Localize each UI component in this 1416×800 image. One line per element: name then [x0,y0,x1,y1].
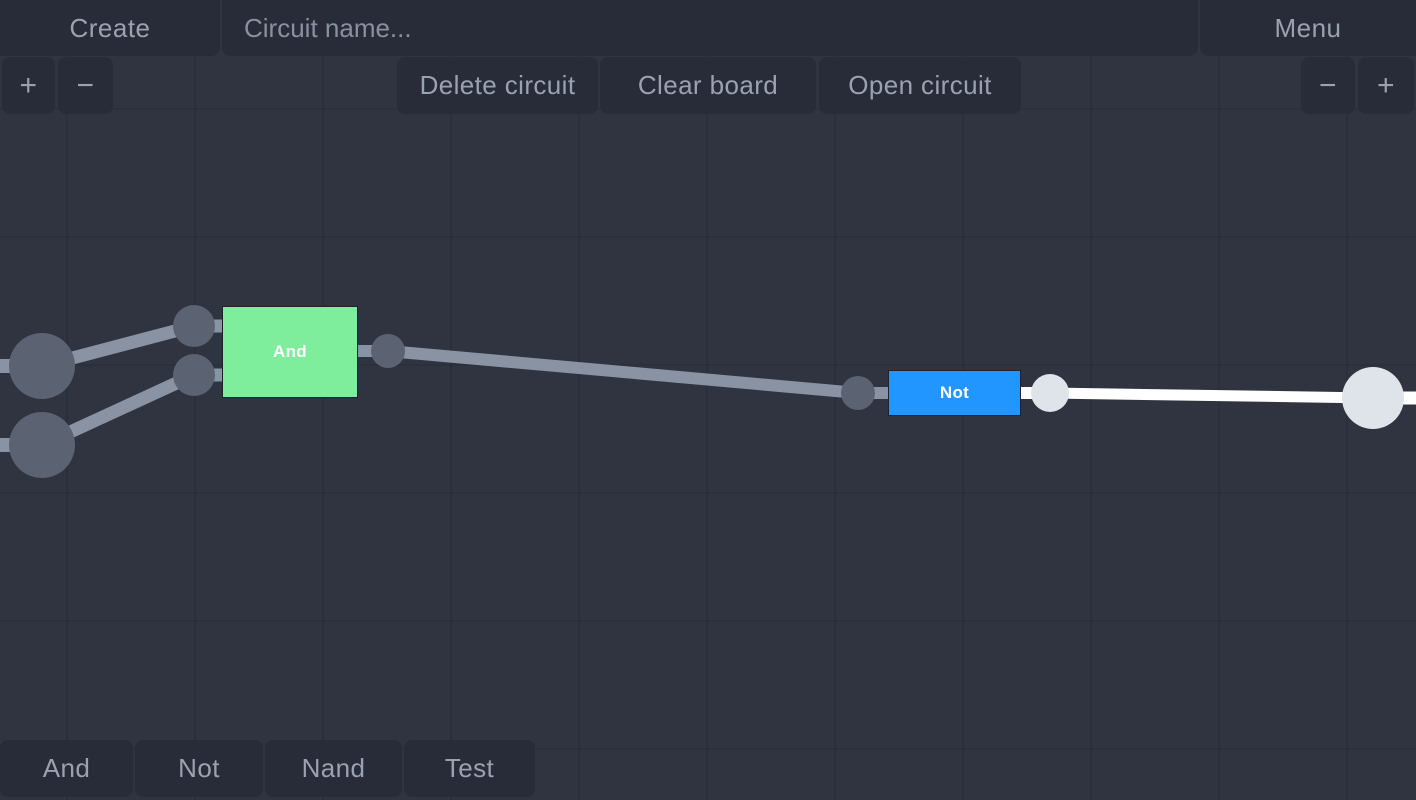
zoom-in-right-button[interactable]: + [1358,57,1414,114]
gate-not[interactable]: Not [888,370,1021,416]
output-node[interactable] [1342,367,1404,429]
clear-board-button[interactable]: Clear board [600,57,816,114]
top-toolbar-row-secondary: + − Delete circuit Clear board Open circ… [0,57,1416,114]
create-button[interactable]: Create [0,0,220,56]
gate-and[interactable]: And [222,306,358,398]
minus-icon: − [1319,68,1337,102]
zoom-out-right-button[interactable]: − [1301,57,1355,114]
plus-icon: + [1377,68,1395,102]
circuit-name-input[interactable] [222,0,1198,56]
gate-label: Not [939,383,970,402]
palette-and-button[interactable]: And [0,740,133,797]
palette-nand-button[interactable]: Nand [265,740,402,797]
zoom-in-left-button[interactable]: + [2,57,55,114]
not-output[interactable] [1031,374,1069,412]
top-toolbar-row-primary: Create Menu [0,0,1416,56]
plus-icon: + [19,68,38,102]
zoom-out-left-button[interactable]: − [58,57,113,114]
palette-test-button[interactable]: Test [404,740,535,797]
minus-icon: − [76,68,95,102]
menu-button[interactable]: Menu [1200,0,1416,56]
delete-circuit-button[interactable]: Delete circuit [397,57,598,114]
and-input-bottom[interactable] [173,354,215,396]
top-toolbar: Create Menu + − Delete circuit Clear boa… [0,0,1416,118]
and-output[interactable] [371,334,405,368]
input-node-b[interactable] [9,412,75,478]
not-input[interactable] [841,376,875,410]
gate-label: And [273,342,307,361]
wire-not-to-output[interactable] [1049,387,1374,404]
palette-not-button[interactable]: Not [135,740,263,797]
input-node-a[interactable] [9,333,75,399]
open-circuit-button[interactable]: Open circuit [819,57,1021,114]
wire-and-to-not[interactable] [387,345,859,399]
and-input-top[interactable] [173,305,215,347]
